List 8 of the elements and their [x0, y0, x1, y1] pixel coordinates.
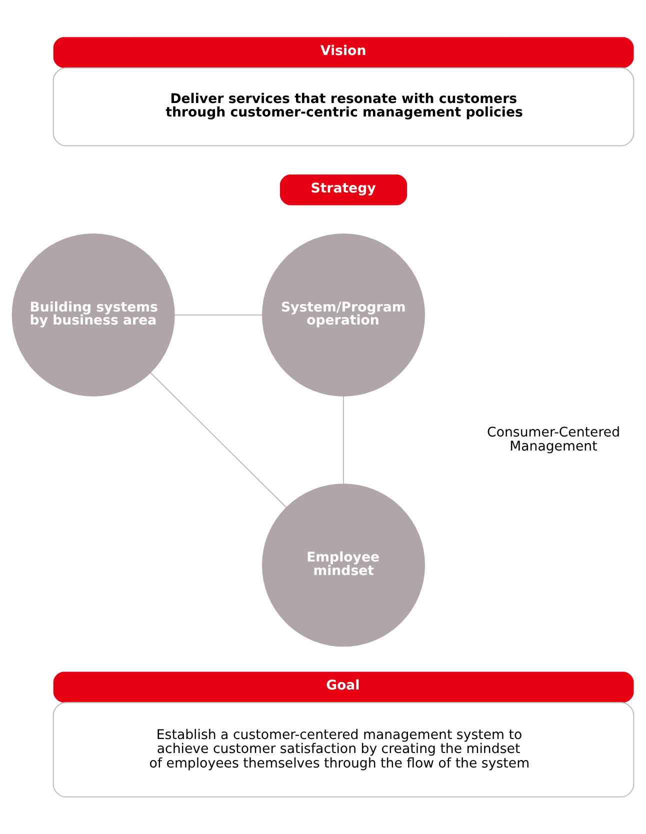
connector [174, 314, 262, 316]
connector [150, 372, 287, 508]
connector [343, 396, 344, 484]
node-circle: Employee mindset [262, 484, 426, 647]
node-box: Strategy [280, 174, 408, 206]
label: Consumer-Centered Management [487, 425, 620, 455]
node-circle: Building systems by business area [12, 233, 175, 396]
node-circle: System/Program operation [262, 233, 426, 396]
